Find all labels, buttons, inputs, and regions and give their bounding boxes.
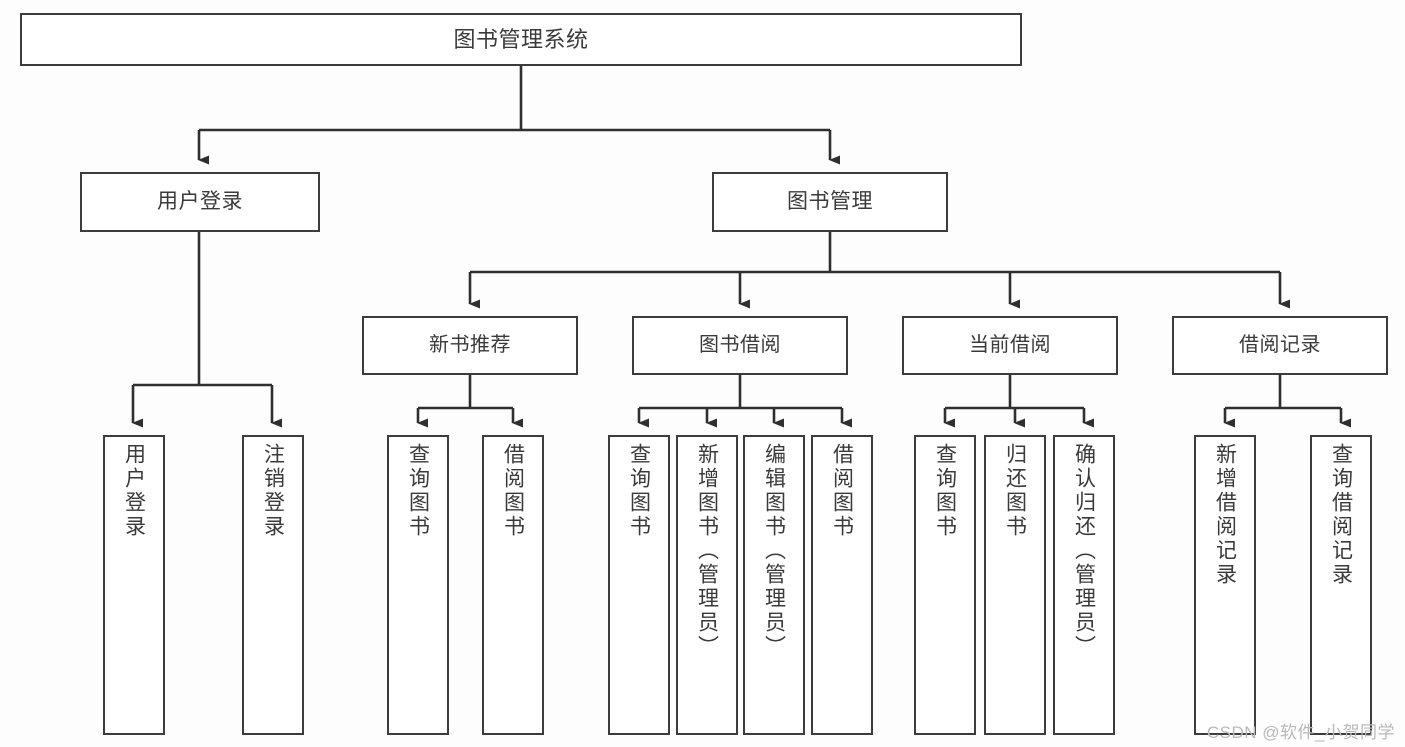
node-leaf-query-book-2-label: 查询图书 xyxy=(627,443,651,539)
node-leaf-edit-book-label: 编辑图书（管理员） xyxy=(762,443,786,659)
node-root[interactable]: 图书管理系统 xyxy=(20,13,1022,66)
node-leaf-query-book-1-label: 查询图书 xyxy=(406,443,430,539)
node-leaf-borrow-book-1-label: 借阅图书 xyxy=(501,443,525,539)
node-leaf-borrow-book-2[interactable]: 借阅图书 xyxy=(811,435,873,735)
node-leaf-user-login[interactable]: 用户登录 xyxy=(103,435,165,735)
node-leaf-borrow-book-2-label: 借阅图书 xyxy=(830,443,854,539)
csdn-watermark: CSDN @软件_小贺同学 xyxy=(1206,723,1395,742)
node-leaf-query-record[interactable]: 查询借阅记录 xyxy=(1310,435,1372,735)
node-leaf-query-book-3[interactable]: 查询图书 xyxy=(914,435,976,735)
node-book-borrow-label: 图书借阅 xyxy=(699,333,781,356)
node-leaf-query-book-1[interactable]: 查询图书 xyxy=(387,435,449,735)
node-root-label: 图书管理系统 xyxy=(453,26,589,52)
node-new-book-recommend[interactable]: 新书推荐 xyxy=(362,316,578,375)
node-leaf-borrow-book-1[interactable]: 借阅图书 xyxy=(482,435,544,735)
node-borrow-record[interactable]: 借阅记录 xyxy=(1172,316,1388,375)
node-leaf-query-book-3-label: 查询图书 xyxy=(933,443,957,539)
node-user-login-label: 用户登录 xyxy=(157,189,243,213)
node-book-borrow[interactable]: 图书借阅 xyxy=(632,316,848,375)
node-leaf-return-book-label: 归还图书 xyxy=(1003,443,1027,539)
node-leaf-add-record-label: 新增借阅记录 xyxy=(1213,443,1237,587)
node-leaf-add-book-label: 新增图书（管理员） xyxy=(695,443,719,659)
node-leaf-return-book[interactable]: 归还图书 xyxy=(984,435,1046,735)
node-leaf-user-login-label: 用户登录 xyxy=(122,443,146,539)
node-book-manage[interactable]: 图书管理 xyxy=(712,172,948,232)
node-leaf-query-record-label: 查询借阅记录 xyxy=(1329,443,1353,587)
node-borrow-record-label: 借阅记录 xyxy=(1239,333,1321,356)
node-leaf-user-logout-label: 注销登录 xyxy=(261,443,285,539)
node-leaf-add-book[interactable]: 新增图书（管理员） xyxy=(676,435,738,735)
node-new-book-recommend-label: 新书推荐 xyxy=(429,333,511,356)
node-book-manage-label: 图书管理 xyxy=(787,189,873,213)
node-leaf-edit-book[interactable]: 编辑图书（管理员） xyxy=(743,435,805,735)
node-current-borrow[interactable]: 当前借阅 xyxy=(902,316,1118,375)
node-leaf-confirm-return[interactable]: 确认归还（管理员） xyxy=(1053,435,1115,735)
node-user-login[interactable]: 用户登录 xyxy=(80,172,320,232)
node-current-borrow-label: 当前借阅 xyxy=(969,333,1051,356)
node-leaf-user-logout[interactable]: 注销登录 xyxy=(242,435,304,735)
node-leaf-confirm-return-label: 确认归还（管理员） xyxy=(1072,443,1096,659)
node-leaf-query-book-2[interactable]: 查询图书 xyxy=(608,435,670,735)
node-leaf-add-record[interactable]: 新增借阅记录 xyxy=(1194,435,1256,735)
